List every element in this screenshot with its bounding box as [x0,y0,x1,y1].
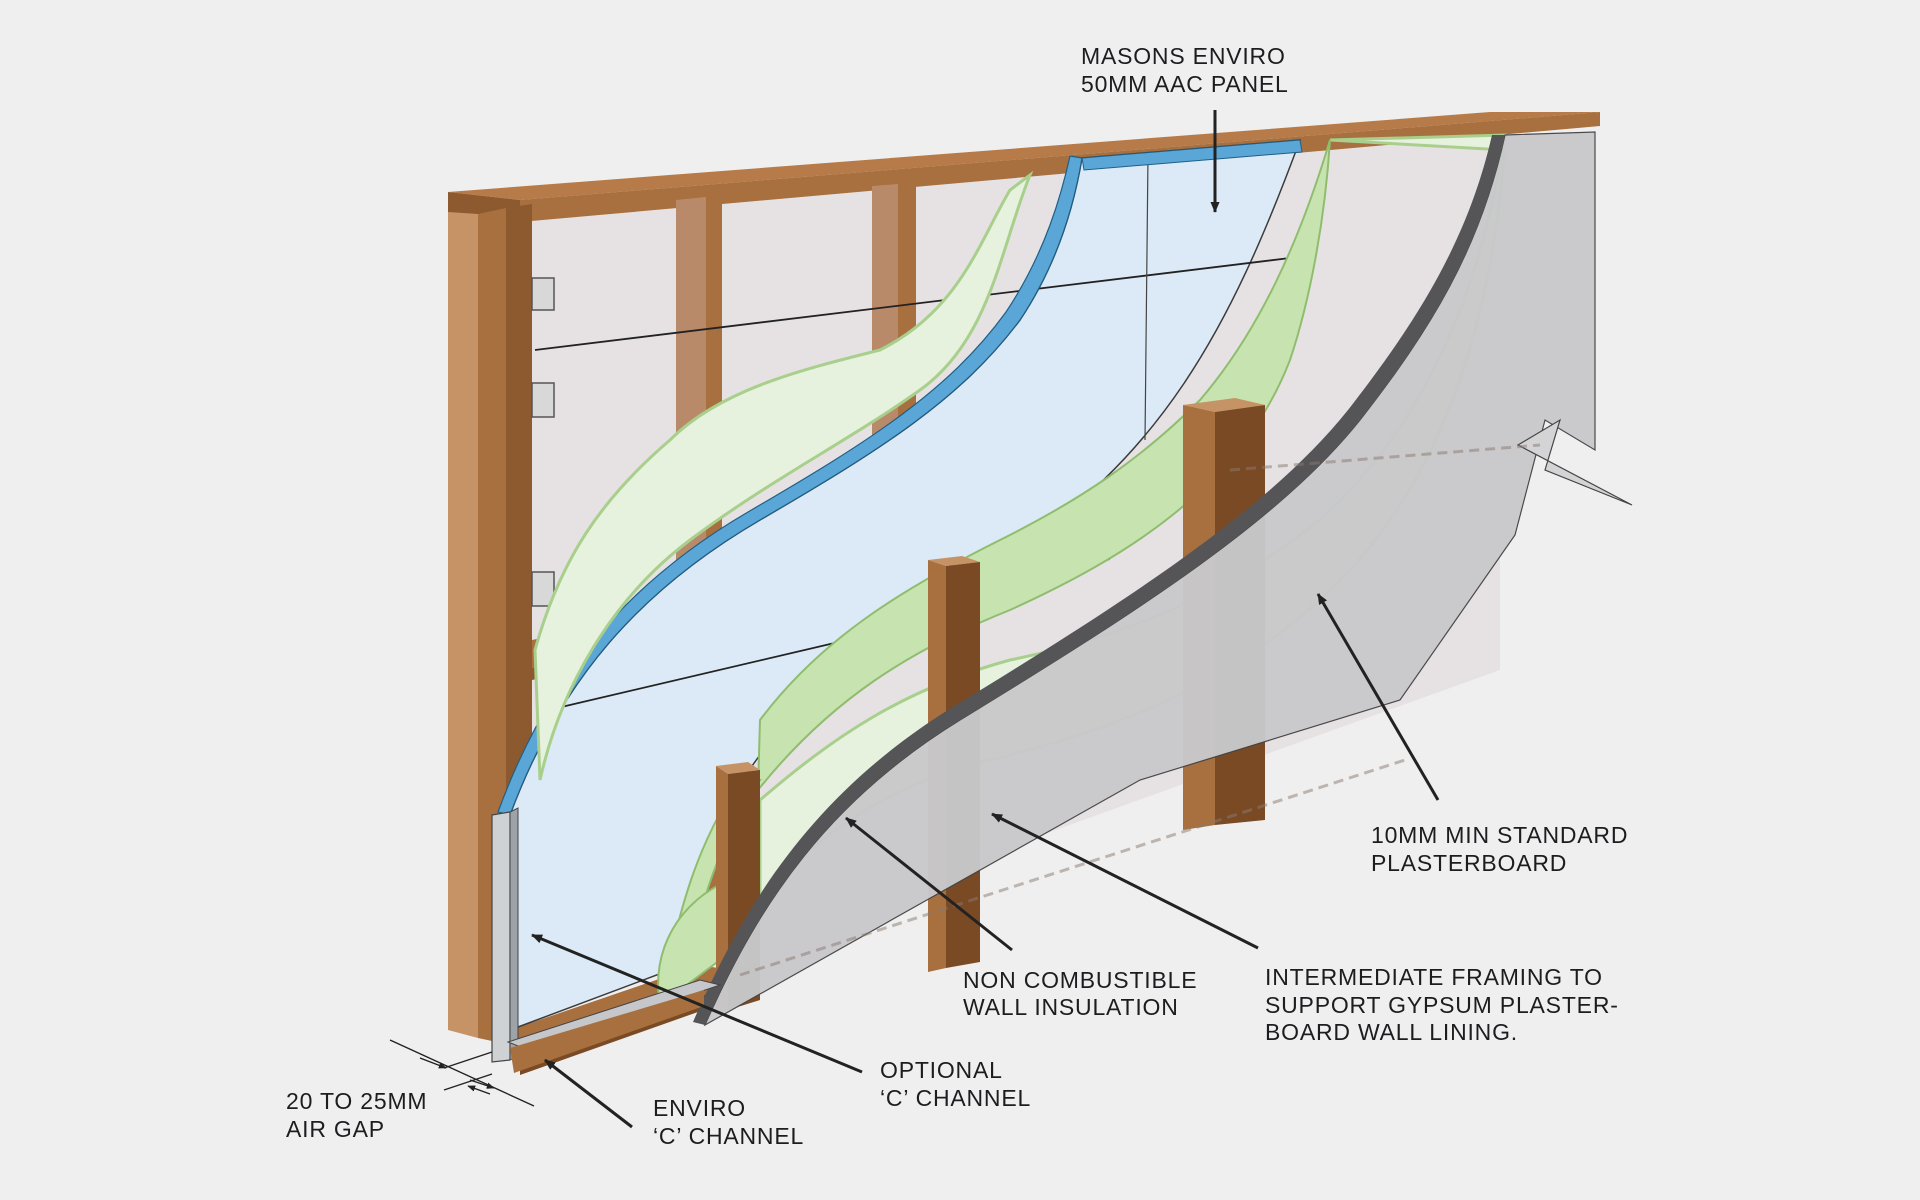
front-stud [928,556,980,566]
top-plate [448,112,1600,200]
label-plasterboard-line1: 10MM MIN STANDARD [1371,822,1628,848]
front-stud [716,762,760,774]
label-enviro-channel-line2: ‘C’ CHANNEL [653,1123,804,1149]
arrow-intermediate-framing [991,812,1259,950]
label-aac-panel-line2: 50MM AAC PANEL [1081,71,1289,97]
label-optional-channel-line1: OPTIONAL [880,1057,1002,1083]
label-air-gap-line2: AIR GAP [286,1116,385,1142]
end-stud [448,212,478,1038]
bracket [531,571,555,607]
arrow-optional-channel [531,933,863,1074]
arrow-enviro-channel [544,1058,633,1129]
label-optional-channel: OPTIONAL ‘C’ CHANNEL [880,1057,1031,1111]
label-aac-panel: MASONS ENVIRO 50MM AAC PANEL [1081,43,1293,97]
aac-panel-edge [497,155,1083,816]
label-optional-channel-line2: ‘C’ CHANNEL [880,1085,1031,1111]
label-intermediate-framing: INTERMEDIATE FRAMING TO SUPPORT GYPSUM P… [1265,964,1626,1045]
label-insulation-line1: NON COMBUSTIBLE [963,967,1197,993]
label-plasterboard: 10MM MIN STANDARD PLASTERBOARD [1371,822,1635,876]
enviro-c-channel [491,811,511,1063]
front-stud [1183,398,1265,412]
bracket [531,382,555,418]
air-gap-dimension [389,1039,535,1107]
label-plasterboard-line2: PLASTERBOARD [1371,850,1567,876]
label-aac-panel-line1: MASONS ENVIRO [1081,43,1286,69]
label-intermediate-framing-line3: BOARD WALL LINING. [1265,1019,1518,1045]
label-insulation-line2: WALL INSULATION [963,994,1179,1020]
plasterboard [693,131,1633,1027]
arrow-plasterboard [1316,593,1440,801]
label-intermediate-framing-line2: SUPPORT GYPSUM PLASTER- [1265,992,1619,1018]
label-insulation: NON COMBUSTIBLE WALL INSULATION [963,967,1205,1020]
c-channels [491,807,722,1073]
label-enviro-channel: ENVIRO ‘C’ CHANNEL [653,1095,804,1149]
bracket [531,277,555,311]
label-enviro-channel-line1: ENVIRO [653,1095,746,1121]
leader-lines [531,110,1440,1129]
label-air-gap: 20 TO 25MM AIR GAP [286,1088,435,1142]
label-air-gap-line1: 20 TO 25MM [286,1088,427,1114]
label-intermediate-framing-line1: INTERMEDIATE FRAMING TO [1265,964,1603,990]
insulation-batt [533,170,1034,781]
arrow-insulation [845,816,1013,952]
